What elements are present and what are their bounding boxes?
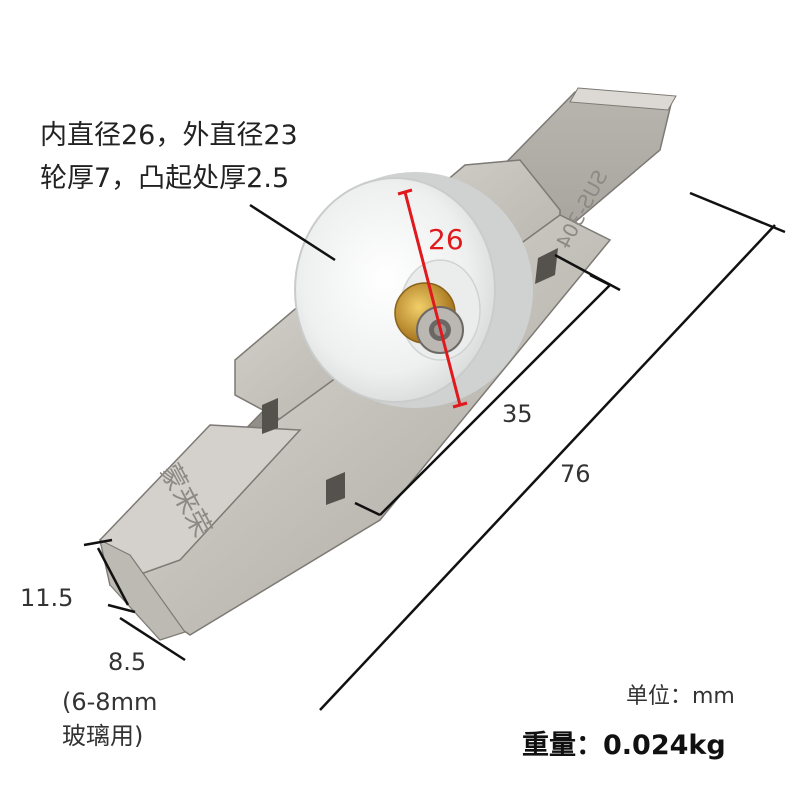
- glass-note-line-1: (6-8mm: [62, 688, 158, 716]
- glass-note-line-2: 玻璃用): [62, 722, 144, 750]
- spec-annotation-line-2: 轮厚7，凸起处厚2.5: [40, 163, 290, 194]
- annotation-lines: [83, 191, 786, 711]
- weight-label: 重量：0.024kg: [522, 730, 726, 761]
- width-label: 8.5: [108, 648, 147, 676]
- wheel-offset-label: 35: [502, 400, 533, 428]
- height-label: 11.5: [20, 584, 74, 612]
- spec-annotation-line-1: 内直径26，外直径23: [40, 120, 298, 151]
- total-length-label: 76: [560, 460, 591, 488]
- wheel-diameter-marker: [397, 188, 468, 409]
- wheel-diameter-label: 26: [428, 223, 464, 256]
- unit-label: 单位：mm: [626, 684, 735, 709]
